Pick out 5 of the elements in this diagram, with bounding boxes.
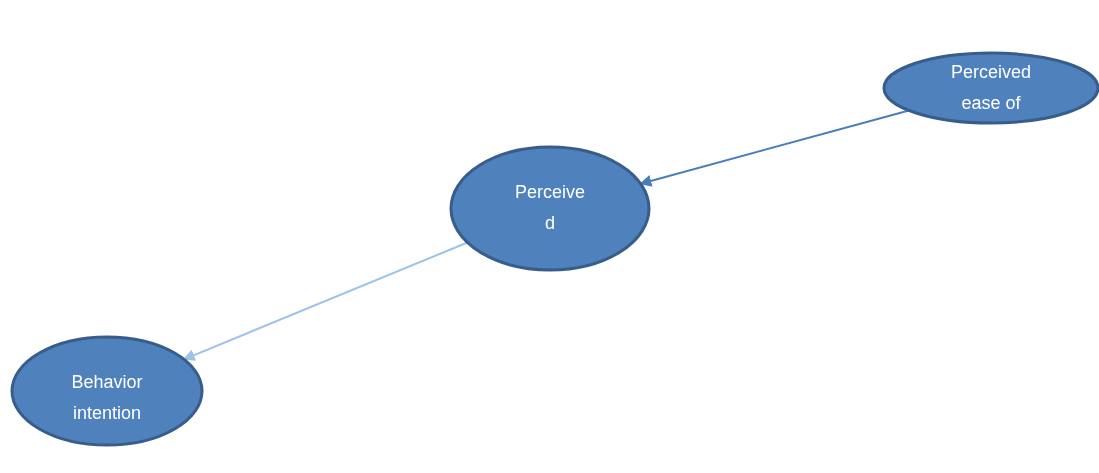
node-label: Perceived ease of bbox=[949, 61, 1032, 115]
arrow bbox=[182, 241, 469, 361]
node-label: Behavior intention bbox=[70, 371, 144, 425]
arrow bbox=[639, 109, 910, 187]
node-label: Perceive d bbox=[514, 181, 586, 235]
